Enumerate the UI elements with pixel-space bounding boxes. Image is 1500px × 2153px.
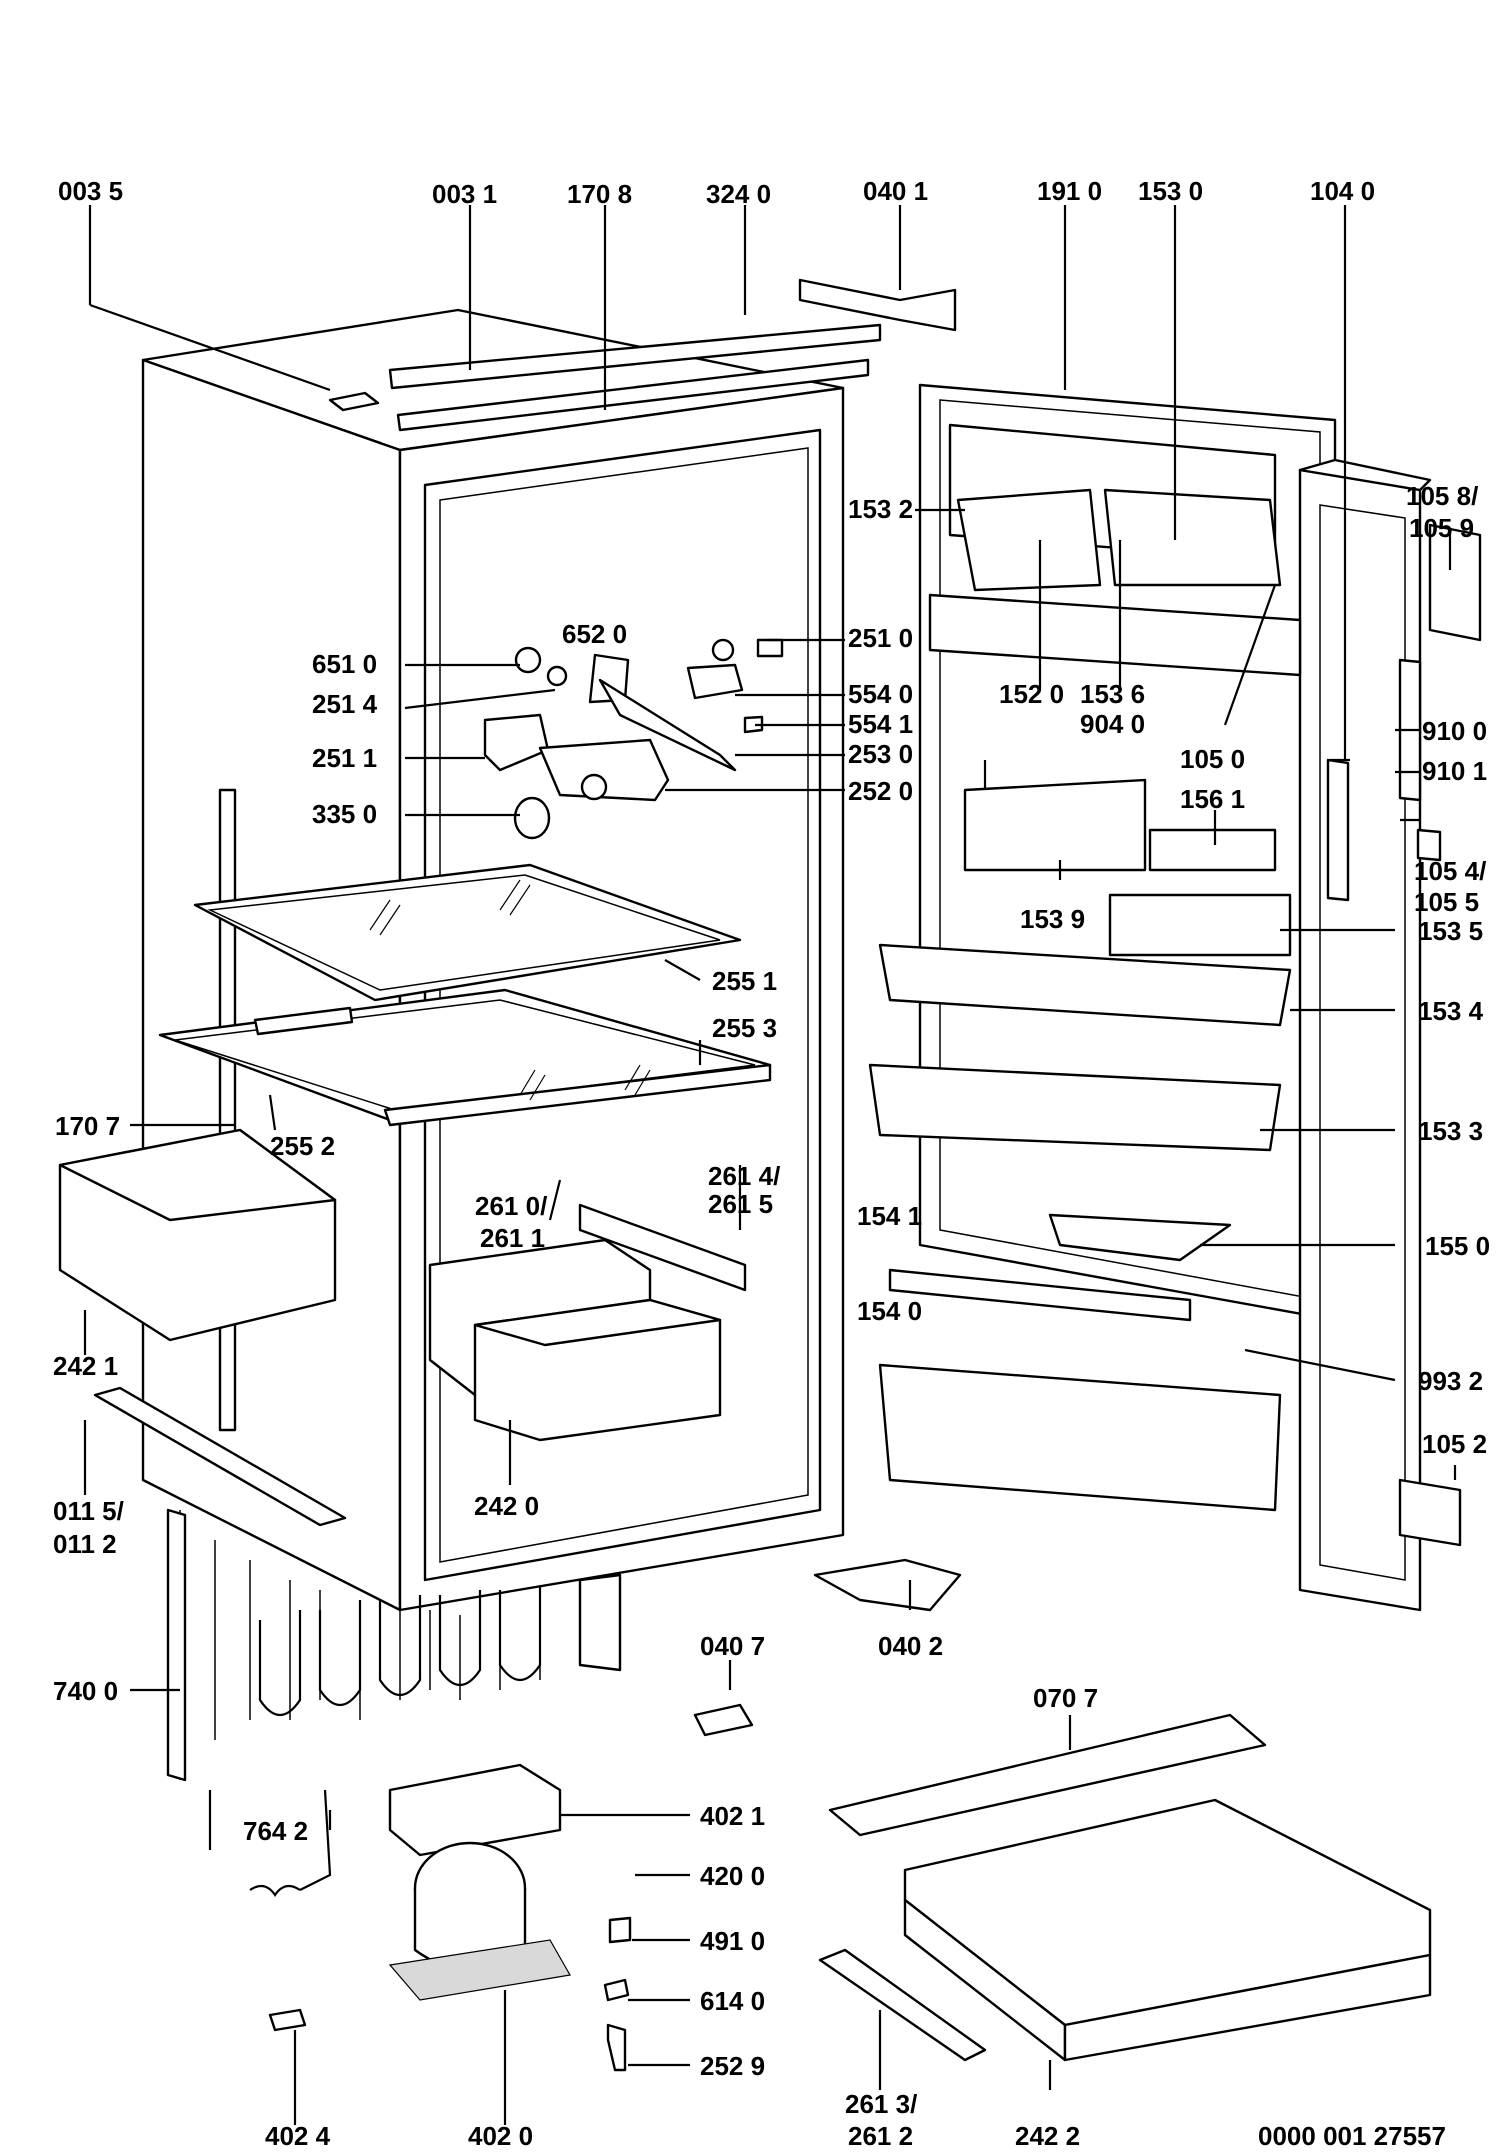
label-191-0: 191 0	[1037, 176, 1102, 206]
label-011-2: 011 2	[53, 1529, 117, 1559]
label-242-2: 242 2	[1015, 2121, 1080, 2151]
label-003-1: 003 1	[432, 179, 497, 209]
shelves	[158, 863, 772, 1127]
label-242-0: 242 0	[474, 1491, 539, 1521]
label-255-3: 255 3	[712, 1013, 777, 1043]
label-261-3: 261 3/	[845, 2089, 917, 2119]
label-261-5: 261 5	[708, 1189, 773, 1219]
label-614-0: 614 0	[700, 1986, 765, 2016]
label-261-0: 261 0/	[475, 1191, 547, 1221]
label-904-0: 904 0	[1080, 709, 1145, 739]
compressor	[268, 1763, 632, 2072]
label-402-0: 402 0	[468, 2121, 533, 2151]
label-335-0: 335 0	[312, 799, 377, 829]
label-764-2: 764 2	[243, 1816, 308, 1846]
label-402-4: 402 4	[265, 2121, 331, 2151]
label-253-0: 253 0	[848, 739, 913, 769]
label-652-0: 652 0	[562, 619, 627, 649]
label-153-0: 153 0	[1138, 176, 1203, 206]
label-105-4: 105 4/	[1414, 856, 1486, 886]
part-labels: 003 5 003 1 170 8 324 0 040 1 191 0 153 …	[53, 176, 1490, 2151]
label-153-3: 153 3	[1418, 1116, 1483, 1146]
label-255-2: 255 2	[270, 1131, 335, 1161]
label-153-9: 153 9	[1020, 904, 1085, 934]
bottom-rail	[93, 1386, 347, 1527]
label-554-0: 554 0	[848, 679, 913, 709]
label-152-0: 152 0	[999, 679, 1064, 709]
label-242-1: 242 1	[53, 1351, 118, 1381]
label-040-7: 040 7	[700, 1631, 765, 1661]
label-252-9: 252 9	[700, 2051, 765, 2081]
hinges	[693, 278, 1482, 1737]
label-153-6: 153 6	[1080, 679, 1145, 709]
label-993-2: 993 2	[1418, 1366, 1483, 1396]
label-154-0: 154 0	[857, 1296, 922, 1326]
label-255-1: 255 1	[712, 966, 777, 996]
label-040-1: 040 1	[863, 176, 928, 206]
label-170-8: 170 8	[567, 179, 632, 209]
label-251-1: 251 1	[312, 743, 377, 773]
label-153-5: 153 5	[1418, 916, 1483, 946]
label-105-5: 105 5	[1414, 887, 1479, 917]
label-251-0: 251 0	[848, 623, 913, 653]
label-156-1: 156 1	[1180, 784, 1245, 814]
label-003-5: 003 5	[58, 176, 123, 206]
label-420-0: 420 0	[700, 1861, 765, 1891]
label-170-7: 170 7	[55, 1111, 120, 1141]
label-261-4: 261 4/	[708, 1161, 780, 1191]
label-105-0: 105 0	[1180, 744, 1245, 774]
leader-lines	[83, 205, 1457, 2125]
label-554-1: 554 1	[848, 709, 913, 739]
label-154-1: 154 1	[857, 1201, 922, 1231]
label-910-0: 910 0	[1422, 716, 1487, 746]
label-105-8: 105 8/	[1406, 481, 1478, 511]
label-155-0: 155 0	[1425, 1231, 1490, 1261]
label-651-0: 651 0	[312, 649, 377, 679]
label-011-5: 011 5/	[53, 1496, 124, 1526]
capillary-tube	[208, 1789, 332, 1897]
label-491-0: 491 0	[700, 1926, 765, 1956]
door-bins	[868, 423, 1302, 1512]
label-261-2: 261 2	[848, 2121, 913, 2151]
label-910-1: 910 1	[1422, 756, 1487, 786]
crisper-drawers	[58, 1128, 747, 1442]
light-assembly	[483, 638, 784, 840]
label-324-0: 324 0	[706, 179, 771, 209]
label-251-4: 251 4	[312, 689, 378, 719]
label-402-1: 402 1	[700, 1801, 765, 1831]
label-153-2: 153 2	[848, 494, 913, 524]
label-104-0: 104 0	[1310, 176, 1375, 206]
label-261-1: 261 1	[480, 1223, 545, 1253]
bottom-drawer	[818, 1713, 1432, 2062]
label-105-2: 105 2	[1422, 1429, 1487, 1459]
label-153-4: 153 4	[1418, 996, 1484, 1026]
label-252-0: 252 0	[848, 776, 913, 806]
label-070-7: 070 7	[1033, 1683, 1098, 1713]
condenser	[166, 1508, 622, 1782]
label-040-2: 040 2	[878, 1631, 943, 1661]
label-105-9: 105 9	[1409, 513, 1474, 543]
document-number: 0000 001 27557	[1258, 2121, 1446, 2151]
label-740-0: 740 0	[53, 1676, 118, 1706]
